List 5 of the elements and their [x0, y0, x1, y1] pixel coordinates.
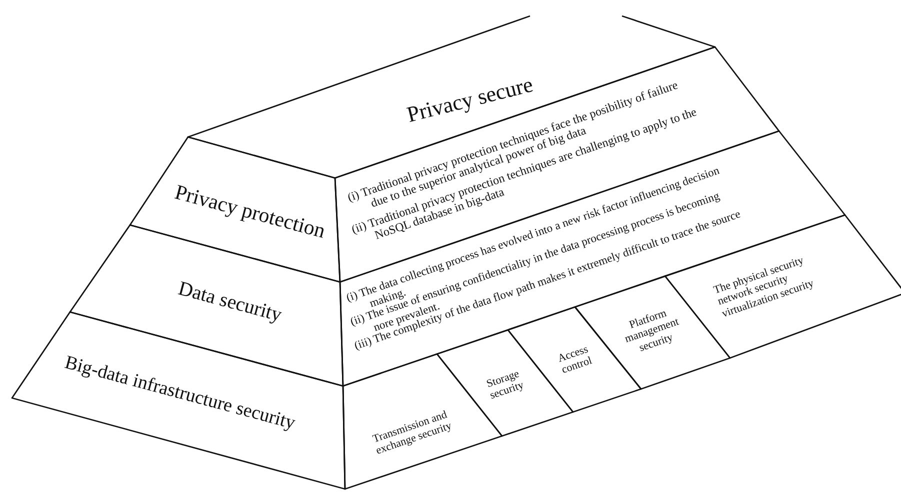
layer-title: Privacy secure — [403, 70, 536, 128]
cell-label: Access control — [555, 342, 595, 378]
layer-title: Privacy protection — [171, 178, 329, 245]
layer-title: Data security — [174, 276, 286, 328]
cell-label: Storage security — [484, 366, 526, 404]
